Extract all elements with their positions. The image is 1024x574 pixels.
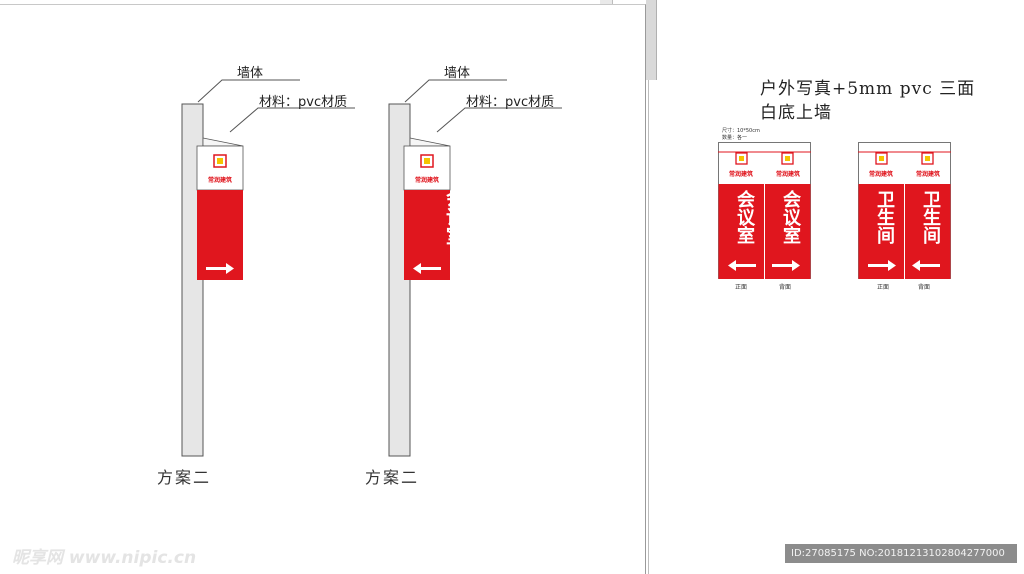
meeting-panel-right-text: 会议室 xyxy=(780,190,801,244)
arrow-left-icon xyxy=(413,263,441,274)
material-label: 材料：pvc材质 xyxy=(259,95,348,110)
wall-leader-line xyxy=(404,79,507,103)
arrow-right-icon xyxy=(206,263,234,274)
arrow-right-icon xyxy=(772,260,800,271)
restroom-caption-left: 正面 xyxy=(877,284,890,291)
page-corner xyxy=(600,0,613,6)
brand-text: 常润建筑 xyxy=(415,176,439,184)
scheme-b-caption: 方案二 xyxy=(365,468,420,487)
restroom-panel-left-text: 卫生间 xyxy=(874,190,895,244)
arrow-left-icon xyxy=(912,260,940,271)
brand-text: 常润建筑 xyxy=(208,176,232,184)
spec-title-line1: 户外写真+5mm pvc 三面 xyxy=(760,79,976,99)
restroom-panel-right-text: 卫生间 xyxy=(920,190,941,244)
meeting-panel-left-text: 会议室 xyxy=(734,190,755,244)
sign-white-top xyxy=(403,145,451,191)
sign-top-cap xyxy=(202,137,244,147)
wall-leader-line xyxy=(197,79,300,103)
material-label: 材料：pvc材质 xyxy=(466,95,555,110)
meeting-sign-drawing: 常润建筑 常润建筑 xyxy=(718,142,811,279)
artboard xyxy=(0,4,646,574)
material-leader-line xyxy=(229,107,355,133)
meeting-caption-left: 正面 xyxy=(735,284,748,291)
wall-label: 墙体 xyxy=(444,66,471,81)
scheme-b-sign-text: 会议室 xyxy=(443,188,465,245)
sign-red-body xyxy=(197,190,243,280)
meeting-caption-right: 背面 xyxy=(779,284,792,291)
restroom-sign-drawing: 常润建筑 常润建筑 xyxy=(858,142,951,279)
artboard-shadow xyxy=(646,0,657,80)
watermark-right: ID:27085175 NO:20181213102804277000 xyxy=(785,544,1017,563)
arrow-right-icon xyxy=(868,260,896,271)
brand-text: 常润建筑 xyxy=(729,170,753,178)
sign-top-cap xyxy=(409,137,451,147)
divider-line xyxy=(648,80,649,574)
brand-text: 常润建筑 xyxy=(916,170,940,178)
sign-red-body xyxy=(404,190,450,280)
brand-text: 常润建筑 xyxy=(869,170,893,178)
size-note: 尺寸：10*50cm xyxy=(722,128,760,134)
material-leader-line xyxy=(436,107,562,133)
spec-title-line2: 白底上墙 xyxy=(760,103,832,123)
wall-label: 墙体 xyxy=(237,66,264,81)
brand-text: 常润建筑 xyxy=(776,170,800,178)
restroom-caption-right: 背面 xyxy=(918,284,931,291)
arrow-left-icon xyxy=(728,260,756,271)
watermark-left: 昵享网 www.nipic.cn xyxy=(12,548,197,568)
scheme-a-caption: 方案二 xyxy=(157,468,212,487)
scheme-a-drawing: 常润建筑 xyxy=(181,79,355,457)
scheme-b-drawing: 常润建筑 xyxy=(388,79,562,457)
quantity-note: 数量：各一 xyxy=(722,135,748,141)
